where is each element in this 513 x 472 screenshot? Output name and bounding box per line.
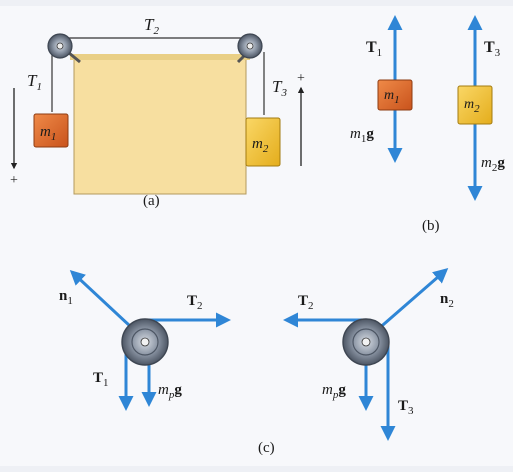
pulley-c-right-hub — [361, 337, 371, 347]
label-c-T2-left: T2 — [187, 293, 203, 312]
mass-m1-fbd — [377, 79, 413, 111]
label-c-T2-right: T2 — [298, 293, 314, 312]
mass-m1-block — [33, 113, 69, 148]
plus-left: + — [10, 173, 18, 188]
label-m2: m2 — [252, 136, 269, 155]
label-c-mpg-right: mpg — [322, 382, 346, 401]
caption-a: (a) — [143, 193, 160, 209]
bottom-strip — [0, 466, 513, 472]
mass-m2-fbd — [457, 85, 493, 125]
plus-right: + — [297, 71, 305, 86]
label-T3: T3 — [272, 77, 287, 99]
label-n1: n1 — [59, 288, 73, 307]
table-top-edge — [70, 54, 250, 60]
pulley-c-left-inner — [131, 328, 159, 356]
label-b-m2: m2 — [464, 97, 480, 115]
label-c-mpg-left: mpg — [158, 382, 182, 401]
top-strip — [0, 0, 513, 6]
panel-a: T2 T1 T3 m1 m2 + + (a) — [10, 15, 305, 209]
pulley-right-hub — [246, 42, 254, 50]
label-b-T3: T3 — [484, 39, 501, 59]
label-b-m1: m1 — [384, 88, 400, 106]
label-c-T3: T3 — [398, 398, 414, 417]
label-c-T1: T1 — [93, 370, 109, 389]
label-m2g: m2g — [481, 155, 505, 174]
label-m1g: m1g — [350, 126, 374, 145]
label-T1: T1 — [27, 71, 42, 93]
label-b-T1: T1 — [366, 39, 382, 59]
caption-b: (b) — [422, 218, 440, 234]
pulley-c-right-inner — [352, 328, 380, 356]
label-n2: n2 — [440, 291, 454, 310]
pulley-left-hub — [56, 42, 64, 50]
label-T2: T2 — [144, 15, 159, 37]
caption-c: (c) — [258, 440, 275, 456]
label-m1: m1 — [40, 124, 56, 143]
pulley-c-left-hub — [140, 337, 150, 347]
panel-c: n1 T2 T1 mpg T2 n2 mpg T3 (c) — [59, 268, 454, 456]
mass-m2-block — [245, 117, 281, 167]
panel-b: m1 T1 m1g m2 T3 m2g (b) — [350, 15, 505, 234]
table-block — [73, 57, 247, 195]
